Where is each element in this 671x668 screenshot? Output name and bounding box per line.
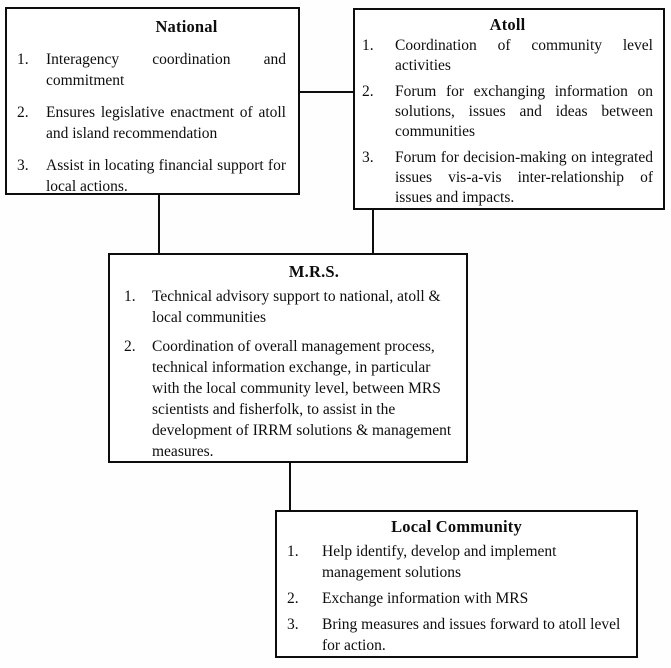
item-number: 3. [362, 149, 374, 166]
list-item: 3. Bring measures and issues forward to … [287, 614, 626, 656]
connector-national-atoll [300, 91, 353, 93]
item-text: Technical advisory support to national, … [152, 288, 441, 326]
item-number: 1. [124, 288, 136, 305]
box-mrs-title: M.R.S. [288, 262, 340, 281]
list-item: 2. Exchange information with MRS [287, 588, 626, 609]
item-text: Coordination of overall management proce… [152, 338, 452, 460]
item-text: Interagency coordination and commitment [46, 51, 286, 89]
connector-atoll-mrs [372, 210, 374, 253]
box-local-community: Local Community 1. Help identify, develo… [275, 510, 638, 658]
item-text: Exchange information with MRS [322, 590, 529, 607]
list-item: 2. Forum for exchanging information on s… [362, 82, 653, 142]
box-local-community-title: Local Community [391, 517, 522, 536]
item-number: 3. [287, 616, 299, 633]
list-item: 1. Help identify, develop and implement … [287, 541, 626, 583]
item-text: Assist in locating financial support for… [46, 157, 286, 195]
item-text: Forum for exchanging information on solu… [395, 83, 653, 140]
box-national: National 1. Interagency coordination and… [5, 7, 300, 195]
item-number: 1. [17, 51, 29, 68]
list-item: 2. Coordination of overall management pr… [124, 336, 456, 462]
list-item: 1. Interagency coordination and commitme… [17, 49, 286, 91]
item-text: Coordination of community level activiti… [395, 37, 653, 74]
item-number: 2. [124, 338, 136, 355]
item-number: 2. [362, 83, 374, 100]
box-mrs: M.R.S. 1. Technical advisory support to … [108, 253, 468, 463]
item-number: 1. [287, 543, 299, 560]
box-atoll-title: Atoll [489, 15, 526, 34]
list-item: 3. Forum for decision-making on integrat… [362, 148, 653, 208]
box-atoll: Atoll 1. Coordination of community level… [353, 8, 665, 210]
item-number: 2. [17, 104, 29, 121]
item-text: Forum for decision-making on integrated … [395, 149, 653, 206]
box-national-title: National [155, 17, 218, 36]
list-item: 3. Assist in locating financial support … [17, 155, 286, 197]
list-item: 2. Ensures legislative enactment of atol… [17, 102, 286, 144]
item-text: Help identify, develop and implement man… [322, 543, 557, 581]
item-text: Ensures legislative enactment of atoll a… [46, 104, 286, 142]
item-number: 3. [17, 157, 29, 174]
item-number: 1. [362, 37, 374, 54]
item-text: Bring measures and issues forward to ato… [322, 616, 621, 654]
item-number: 2. [287, 590, 299, 607]
connector-mrs-local-community [289, 463, 291, 510]
list-item: 1. Coordination of community level activ… [362, 36, 653, 76]
connector-national-mrs [158, 195, 160, 253]
list-item: 1. Technical advisory support to nationa… [124, 286, 456, 328]
